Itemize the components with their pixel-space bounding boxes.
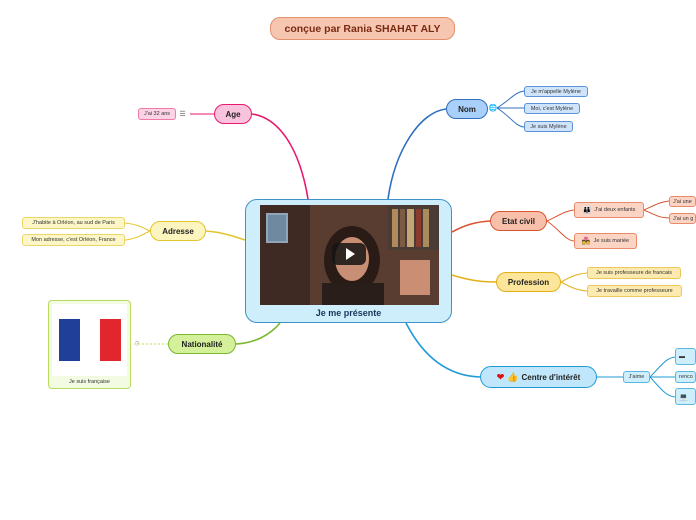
interest-item-image: ▬ — [679, 353, 685, 360]
topic-etat-civil[interactable]: Etat civil — [490, 211, 547, 231]
map-title[interactable]: conçue par Rania SHAHAT ALY — [270, 17, 455, 40]
thumbs-up-icon: 👍 — [507, 371, 519, 382]
married-node[interactable]: 💑 Je suis mariée — [574, 233, 637, 249]
central-topic[interactable]: Je me présente — [245, 199, 452, 323]
computer-icon: 💻 — [679, 393, 688, 401]
children-item[interactable]: J'ai une — [669, 196, 696, 207]
play-icon — [345, 248, 355, 260]
play-button[interactable] — [332, 243, 366, 265]
topic-adresse[interactable]: Adresse — [150, 221, 206, 241]
children-item[interactable]: J'ai un g — [669, 213, 696, 224]
central-topic-label: Je me présente — [315, 308, 382, 318]
family-icon: 👪 — [582, 207, 592, 214]
centre-label: Centre d'intérêt — [521, 372, 581, 382]
profession-item[interactable]: Je travaille comme professeure — [587, 285, 682, 297]
question-marker: ? — [135, 340, 139, 348]
interest-item[interactable]: 💻 — [675, 388, 696, 405]
topic-centre-interet[interactable]: ❤ 👍 Centre d'intérêt — [480, 366, 597, 388]
children-node[interactable]: 👪 J'ai deux enfants — [574, 202, 644, 218]
video-thumbnail[interactable] — [260, 205, 439, 305]
french-flag-icon — [58, 319, 121, 361]
topic-nom[interactable]: Nom — [446, 99, 488, 119]
age-leaf[interactable]: J'ai 32 ans — [138, 108, 176, 120]
profession-item[interactable]: Je suis professeure de francais — [587, 267, 681, 279]
globe-icon[interactable]: 🌐 — [488, 105, 498, 112]
video-frame-image — [260, 205, 439, 305]
nom-item[interactable]: Je m'appelle Mylène — [524, 86, 588, 97]
children-label: J'ai deux enfants — [594, 207, 636, 213]
topic-profession[interactable]: Profession — [496, 272, 561, 292]
adresse-item[interactable]: J'habite à Orléon, au sud de Paris — [22, 217, 125, 229]
interest-item[interactable]: renco — [675, 371, 696, 383]
interest-item[interactable]: ▬ — [675, 348, 696, 365]
note-icon[interactable]: ☰ — [179, 111, 186, 118]
adresse-item[interactable]: Mon adresse, c'est Orléon, France — [22, 234, 125, 246]
flag-caption: Je suis française — [69, 379, 110, 385]
topic-nationalite[interactable]: Nationalité — [168, 334, 236, 354]
couple-icon: 💑 — [581, 238, 591, 245]
flag-image — [52, 304, 127, 376]
flag-image-node[interactable]: Je suis française — [48, 300, 131, 389]
nom-item[interactable]: Moi, c'est Mylène — [524, 103, 580, 114]
married-label: Je suis mariée — [593, 238, 630, 244]
nom-item[interactable]: Je suis Mylène — [524, 121, 573, 132]
topic-age[interactable]: Age — [214, 104, 252, 124]
heart-icon: ❤ — [496, 371, 505, 382]
jaime-node[interactable]: J'aime — [623, 371, 650, 383]
